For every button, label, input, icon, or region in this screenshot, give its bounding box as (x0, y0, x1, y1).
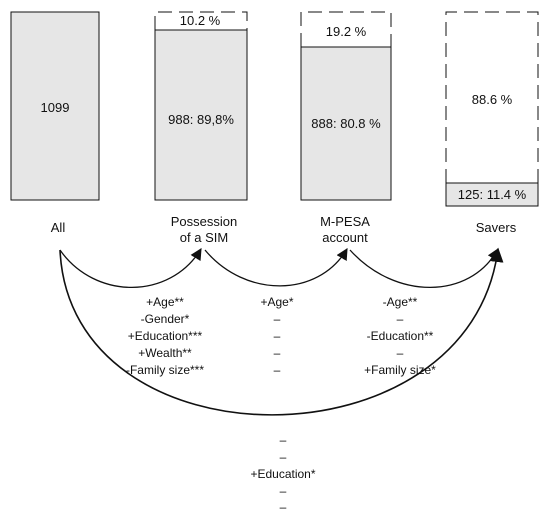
factor-sim-2: -Gender* (141, 312, 190, 326)
factor-direct-1: – (280, 433, 287, 447)
factor-savers-4: – (397, 346, 404, 360)
factor-direct-5: – (280, 500, 287, 514)
arrow-mpesa-to-savers (349, 247, 499, 288)
factor-direct-2: – (280, 450, 287, 464)
arrow-sim-to-mpesa (204, 247, 348, 287)
bar-mpesa-value: 888: 80.8 % (311, 116, 381, 131)
bar-savers-value: 125: 11.4 % (458, 187, 527, 202)
bar-savers-remainder (445, 11, 539, 183)
bar-sim-label-line1: Possession (171, 214, 237, 229)
factor-sim-5: -Family size*** (126, 363, 204, 377)
factor-mpesa-3: – (274, 329, 281, 343)
arrow-all-to-savers (59, 247, 504, 416)
bar-sim (154, 29, 248, 201)
bar-savers-remainder-value: 88.6 % (472, 92, 513, 107)
bar-sim-label-line2: of a SIM (180, 230, 228, 245)
factor-sim-1: +Age** (146, 295, 184, 309)
factor-direct-3: +Education* (250, 467, 315, 481)
factor-sim-3: +Education*** (128, 329, 203, 343)
factor-mpesa-2: – (274, 312, 281, 326)
bar-all (10, 11, 100, 201)
factor-direct-4: – (280, 484, 287, 498)
bar-savers-label: Savers (476, 220, 517, 235)
factor-mpesa-5: – (274, 363, 281, 377)
factor-savers-1: -Age** (383, 295, 418, 309)
factor-savers-2: – (397, 312, 404, 326)
factor-savers-3: -Education** (367, 329, 434, 343)
bar-savers (445, 182, 539, 207)
bar-sim-remainder-value: 10.2 % (180, 13, 221, 28)
bar-sim-remainder (154, 11, 248, 30)
bar-sim-value: 988: 89,8% (168, 112, 234, 127)
factor-savers-5: +Family size* (364, 363, 436, 377)
factor-mpesa-1: +Age* (260, 295, 293, 309)
bar-all-label: All (51, 220, 66, 235)
factor-sim-4: +Wealth** (138, 346, 192, 360)
bar-all-value: 1099 (41, 100, 70, 115)
bar-mpesa-remainder-value: 19.2 % (326, 24, 367, 39)
bar-mpesa-label-line1: M-PESA (320, 214, 370, 229)
arrow-all-to-sim (59, 248, 202, 289)
factor-mpesa-4: – (274, 346, 281, 360)
bar-mpesa (300, 46, 392, 201)
bar-mpesa-label-line2: account (322, 230, 368, 245)
